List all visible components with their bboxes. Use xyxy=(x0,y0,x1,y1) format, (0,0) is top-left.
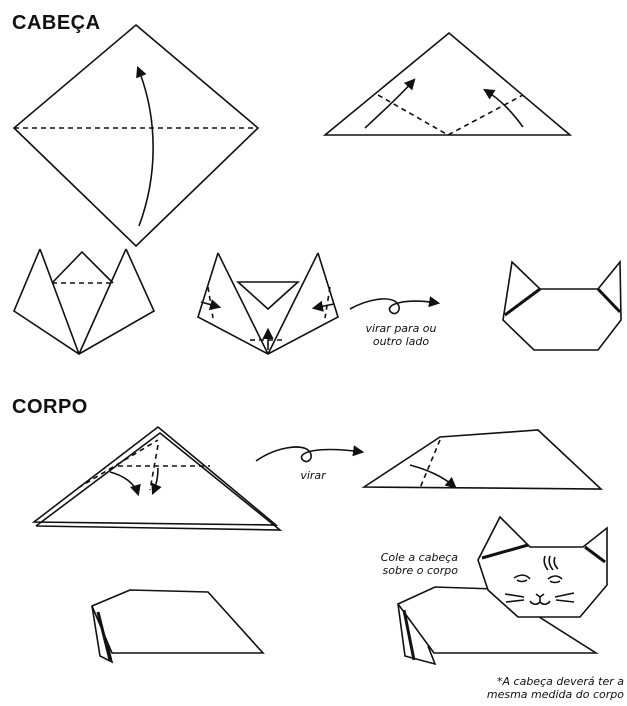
ear-left-edge xyxy=(40,249,79,354)
fold-arrow-right xyxy=(485,90,523,127)
body-shape xyxy=(92,590,263,653)
top-flap xyxy=(52,252,113,283)
head-step-4 xyxy=(198,253,338,354)
ear-left-edge xyxy=(218,253,268,354)
ear-fold-right xyxy=(325,287,330,318)
ear-right-fold xyxy=(598,289,620,312)
head-step-3 xyxy=(14,249,154,354)
paper-trapezoid xyxy=(364,430,601,489)
body-step-3 xyxy=(92,590,263,662)
top-flap xyxy=(238,282,298,309)
fold-arrow xyxy=(138,68,153,226)
fold-arrow-left xyxy=(365,80,414,128)
fold-line-diagonal-left xyxy=(78,440,158,488)
fold-arrow xyxy=(410,465,455,487)
fold-arrow-left xyxy=(201,302,219,307)
paper-diamond xyxy=(14,25,258,246)
fold-arrow-right xyxy=(314,304,334,308)
cat-result xyxy=(398,517,607,664)
cat-head xyxy=(478,517,607,617)
paper-outline xyxy=(14,249,154,354)
ear-fold-left xyxy=(208,287,213,318)
flip-arrow xyxy=(256,447,362,461)
body-step-1 xyxy=(34,427,280,530)
ear-right-edge xyxy=(79,249,126,354)
paper-triangle xyxy=(34,427,276,525)
head-step-1 xyxy=(14,25,258,246)
flip-arrow-head xyxy=(350,299,438,314)
head-result xyxy=(503,262,621,350)
ear-left-fold xyxy=(505,289,540,315)
fold-lines xyxy=(378,95,523,135)
body-step-2 xyxy=(364,430,601,489)
head-step-2 xyxy=(325,33,570,135)
paper-triangle xyxy=(325,33,570,135)
flip-arrow xyxy=(350,299,438,314)
cat-head-outline xyxy=(503,262,621,350)
fold-arrow-left xyxy=(110,472,138,494)
fold-line xyxy=(420,440,440,488)
ear-right-edge xyxy=(268,253,318,354)
flip-arrow-body xyxy=(256,447,362,461)
cat-flap-edge xyxy=(404,610,414,660)
